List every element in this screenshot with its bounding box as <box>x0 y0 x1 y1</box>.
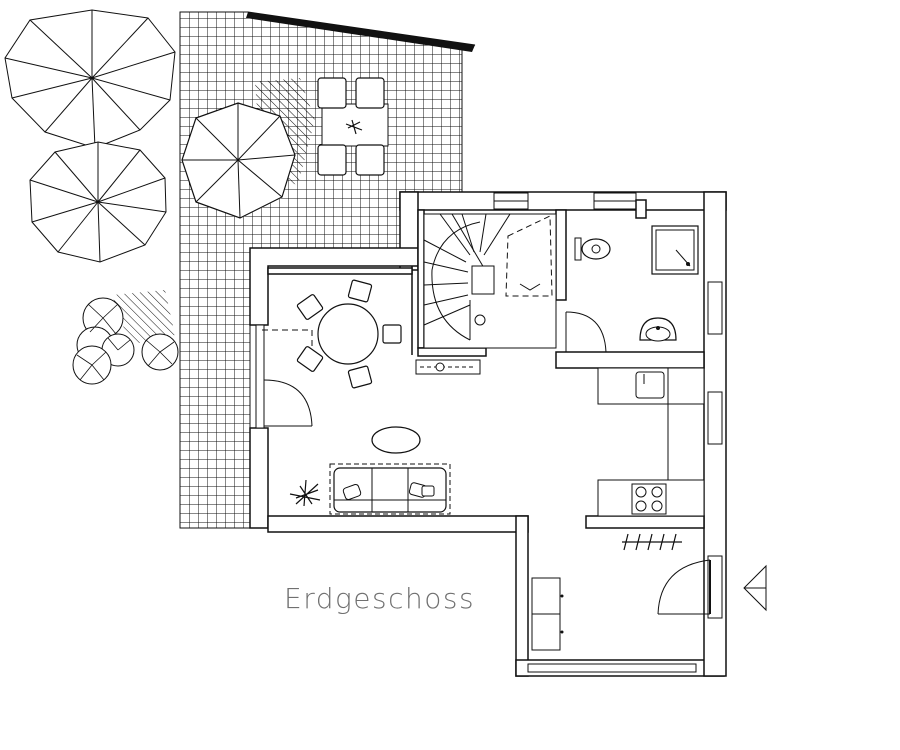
shower-icon <box>651 225 699 275</box>
terrace-table <box>317 77 389 176</box>
entry-cabinet <box>531 577 564 651</box>
terrace-door <box>262 329 313 427</box>
plant-icon <box>345 119 363 135</box>
exterior-walls <box>249 191 727 677</box>
tree-icon <box>29 141 167 263</box>
umbrella-icon <box>181 78 315 219</box>
plant-icon <box>289 479 321 507</box>
sofa <box>329 463 451 515</box>
sink-icon <box>639 317 677 342</box>
coat-rack <box>622 533 682 551</box>
kitchen-counter <box>597 367 705 517</box>
tree-icon <box>4 9 176 149</box>
coffee-table <box>371 426 421 454</box>
entry-door <box>657 559 711 615</box>
dining-table <box>296 279 402 389</box>
staircase <box>423 213 557 349</box>
bathroom-door <box>565 311 607 353</box>
north-arrow-icon <box>743 564 767 612</box>
toilet-icon <box>574 237 611 261</box>
shrub-icon <box>72 290 179 385</box>
floor-title: Erdgeschoss <box>284 582 476 615</box>
stair-landing <box>415 359 481 375</box>
